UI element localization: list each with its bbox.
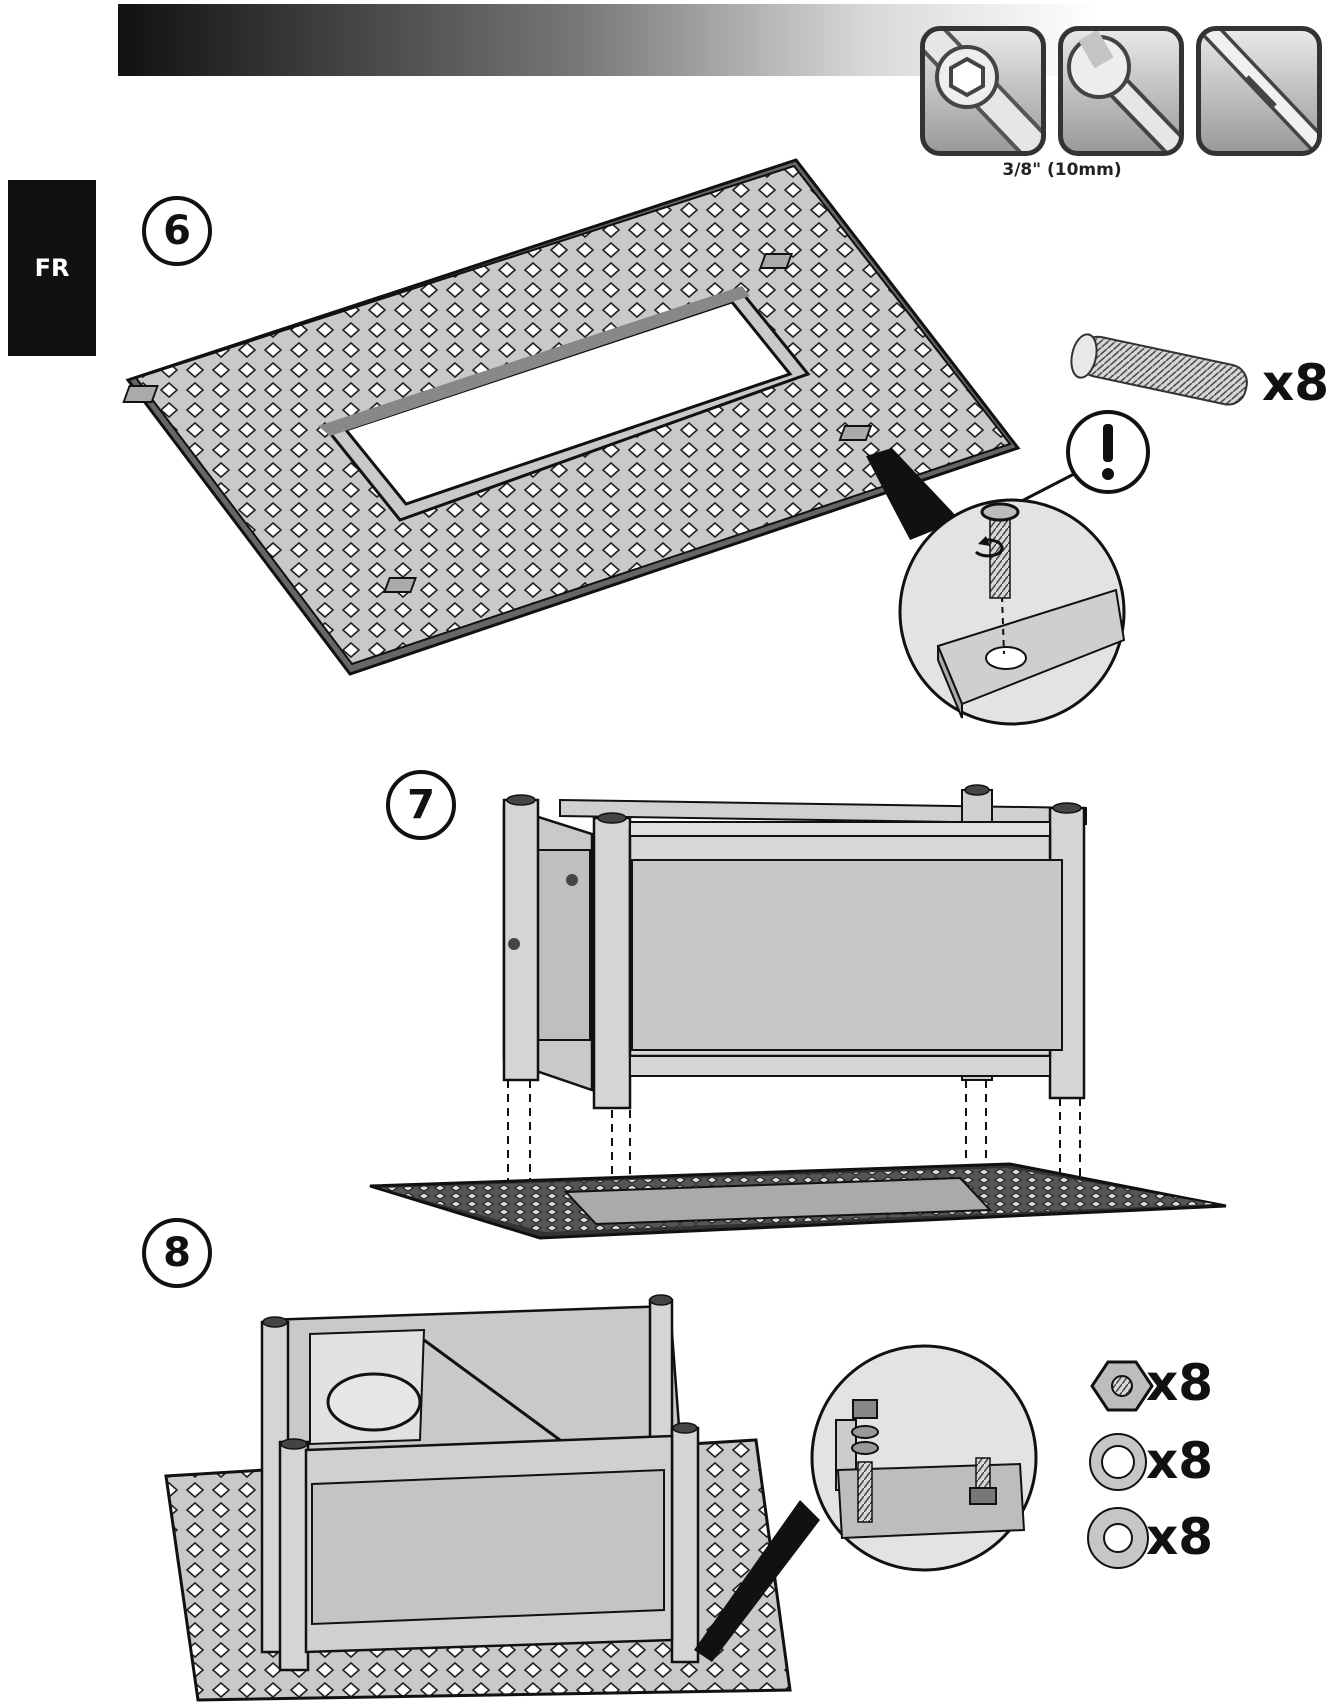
step6-zoom-detail — [866, 448, 1126, 726]
step-number-7: 7 — [386, 770, 456, 840]
step8-nut-qty: x8 — [1146, 1354, 1214, 1412]
bolt-icon — [1070, 333, 1248, 406]
step6-top-tray — [122, 158, 1021, 676]
step8-lock-washer-qty: x8 — [1146, 1432, 1214, 1490]
step-number-6: 6 — [142, 196, 212, 266]
exclamation-icon — [1007, 410, 1150, 510]
language-tab: FR — [8, 180, 96, 356]
lock-washer-icon — [1089, 1433, 1147, 1491]
step-number-8: 8 — [142, 1218, 212, 1288]
flat-washer-icon — [1087, 1507, 1149, 1569]
tool-size-caption: 3/8" (10mm) — [1002, 160, 1122, 180]
step6-bolt-qty: x8 — [1262, 354, 1330, 412]
step8-zoom-detail — [694, 1344, 1038, 1662]
wrench-icon — [1058, 26, 1184, 156]
step8-frame — [260, 1294, 700, 1672]
step7-frame — [502, 784, 1087, 1216]
screwdriver-icon — [1196, 26, 1322, 156]
step8-flat-washer-qty: x8 — [1146, 1508, 1214, 1566]
hex-nut-icon — [1090, 1360, 1154, 1412]
step7-base-tray — [369, 1162, 1227, 1240]
hex-key-socket-icon — [920, 26, 1046, 156]
